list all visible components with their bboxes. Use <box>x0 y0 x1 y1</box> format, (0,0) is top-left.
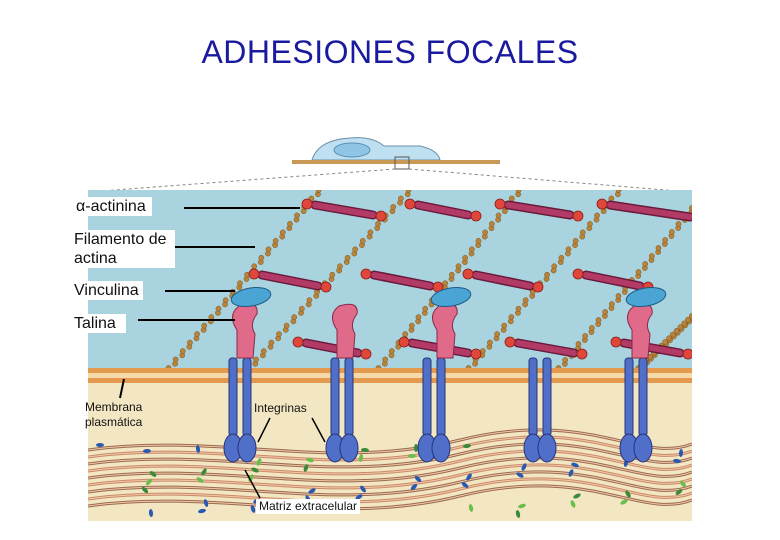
matrix-protein <box>568 469 574 477</box>
matrix-protein <box>96 443 104 447</box>
alpha-actinin-group <box>248 198 692 360</box>
integrin-subunit <box>330 357 340 437</box>
label-matriz-extracelular: Matriz extracelular <box>256 499 361 514</box>
matrix-protein <box>463 443 471 449</box>
matrix-protein <box>195 445 201 453</box>
matrix-protein <box>521 463 527 471</box>
label-integrinas: Integrinas <box>254 401 307 415</box>
matrix-protein <box>308 488 316 494</box>
matrix-protein <box>673 458 681 464</box>
integrin-subunit <box>542 357 552 437</box>
label-filamento-actina: Filamento de actina <box>74 230 175 268</box>
matrix-protein <box>410 483 418 491</box>
talin-vinculin-group <box>230 286 667 359</box>
matrix-protein <box>256 458 262 466</box>
matrix-protein <box>358 454 364 462</box>
matrix-protein <box>306 457 314 463</box>
matrix-protein <box>413 444 419 452</box>
matrix-protein <box>620 499 628 505</box>
matrix-protein <box>149 471 157 477</box>
integrin-subunit <box>638 357 648 437</box>
label-membrana-line1: Membrana <box>85 400 143 414</box>
matrix-protein <box>196 477 204 483</box>
matrix-protein <box>675 489 683 495</box>
matrix-protein <box>360 485 366 493</box>
matrix-protein <box>251 467 259 473</box>
matrix-protein <box>355 494 363 500</box>
matrix-protein <box>361 447 369 453</box>
label-talina: Talina <box>74 314 126 333</box>
page-title: ADHESIONES FOCALES <box>201 34 579 70</box>
actin-filament <box>165 190 322 368</box>
label-filamento-line1: Filamento de <box>74 231 167 248</box>
cell-thumbnail <box>87 137 691 193</box>
integrin-subunit <box>624 357 634 437</box>
matrix-protein <box>203 499 209 507</box>
integrin-subunit <box>242 357 252 437</box>
matrix-protein <box>466 473 472 481</box>
matrix-protein <box>518 503 526 509</box>
matrix-protein <box>250 505 256 513</box>
matrix-protein <box>571 462 579 468</box>
matrix-protein <box>461 482 469 488</box>
matrix-protein <box>143 448 151 454</box>
matrix-protein <box>145 478 153 486</box>
integrins <box>223 357 653 463</box>
matrix-protein <box>141 486 149 494</box>
label-membrana-line2: plasmática <box>85 415 143 429</box>
plasma-membrane <box>88 368 692 383</box>
matrix-protein <box>516 472 524 478</box>
matrix-protein <box>625 490 631 498</box>
matrix-protein <box>408 453 416 459</box>
label-alpha-actinina: α-actinina <box>76 197 152 216</box>
integrin-subunit <box>528 357 538 437</box>
integrin-subunit <box>436 357 446 437</box>
matrix-protein <box>570 500 576 508</box>
vinculin <box>625 286 667 308</box>
extracellular-matrix <box>88 428 692 518</box>
matrix-protein <box>414 475 422 483</box>
matrix-protein <box>678 449 684 457</box>
talin <box>332 303 358 359</box>
vinculin <box>230 286 272 308</box>
matrix-protein <box>468 504 474 512</box>
matrix-protein <box>573 493 581 499</box>
matrix-protein <box>201 468 207 476</box>
integrin-subunit <box>422 357 432 437</box>
vinculin <box>430 286 472 308</box>
matrix-protein <box>515 510 521 518</box>
matrix-protein <box>679 480 687 488</box>
label-vinculina: Vinculina <box>74 281 143 300</box>
matrix-protein <box>198 508 206 514</box>
integrin-subunit <box>228 357 238 437</box>
label-membrana: Membrana plasmática <box>85 400 142 430</box>
matrix-protein <box>303 464 309 472</box>
matrix-protein <box>148 509 154 517</box>
integrin-subunit <box>344 357 354 437</box>
label-filamento-line2: actina <box>74 250 117 267</box>
